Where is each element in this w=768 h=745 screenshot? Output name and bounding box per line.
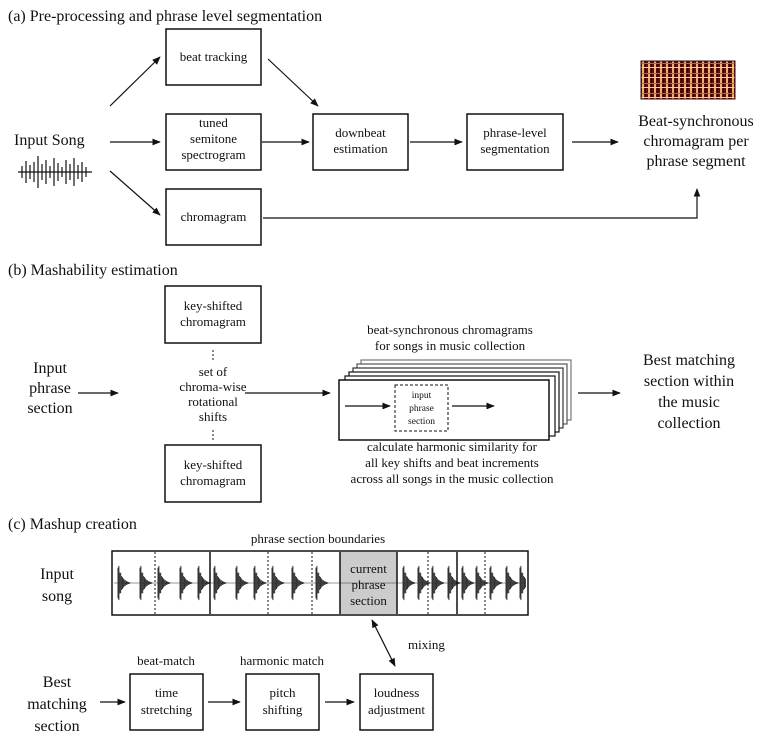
downbeat-line1: downbeat (335, 125, 386, 140)
output-line3: phrase segment (646, 153, 746, 170)
input-phrase-line2: phrase (29, 380, 71, 397)
best-match-line1: Best matching (643, 352, 735, 369)
current-phrase-line1: current (350, 561, 387, 576)
tuned-spectrogram-line1: tuned (199, 115, 228, 130)
collection-top-line2: for songs in music collection (375, 338, 526, 353)
inner-phrase-box (394, 384, 449, 432)
input-phrase-line1: Input (33, 360, 67, 377)
best-matching-line2: matching (27, 696, 87, 713)
section-b-arrows (78, 389, 621, 410)
chromagram-label: chromagram (181, 209, 247, 224)
collection-bottom-line2: all key shifts and beat increments (365, 455, 539, 470)
key-shifted-bottom-line1: key-shifted (184, 457, 243, 472)
input-song-waveform-c (114, 565, 526, 601)
time-stretching-line1: time (155, 685, 178, 700)
phrase-segmentation-line1: phrase-level (483, 125, 547, 140)
section-c-arrows (100, 619, 396, 706)
best-match-line3: the music (658, 394, 720, 411)
harmonic-match-label: harmonic match (240, 653, 325, 668)
section-a-arrows (109, 56, 701, 219)
key-shifted-bottom-box (164, 444, 262, 503)
phrase-boundaries-label: phrase section boundaries (251, 531, 385, 546)
collection-bottom-line3: across all songs in the music collection (351, 471, 554, 486)
current-phrase-line3: section (350, 593, 387, 608)
section-b-title: (b) Mashability estimation (8, 262, 178, 279)
arrow-to-chromagram (109, 170, 161, 216)
pitch-shifting-box (245, 673, 320, 731)
tuned-spectrogram-box (165, 113, 262, 171)
time-stretching-box (129, 673, 204, 731)
tuned-spectrogram-line2: semitone (190, 131, 237, 146)
mixing-label: mixing (408, 637, 445, 652)
rotational-shifts-line1: set of (199, 364, 228, 379)
rotational-shifts-line2: chroma-wise (179, 379, 246, 394)
beat-tracking-label: beat tracking (180, 49, 248, 64)
chromagram-thumbnail (640, 60, 736, 100)
key-shifted-top-box (164, 285, 262, 344)
key-shifted-top-line2: chromagram (180, 314, 246, 329)
rotational-shifts-line4: shifts (199, 409, 227, 424)
key-shifted-bottom-line2: chromagram (180, 473, 246, 488)
output-line1: Beat-synchronous (638, 113, 754, 130)
collection-bottom-line1: calculate harmonic similarity for (367, 439, 538, 454)
arrow-chromagram-to-output (263, 188, 701, 219)
section-c-title: (c) Mashup creation (8, 516, 137, 533)
input-song-waveform (18, 156, 92, 188)
downbeat-box (312, 113, 409, 171)
input-song-c-line2: song (42, 588, 72, 605)
loudness-line1: loudness (374, 685, 420, 700)
chromagram-box (165, 188, 262, 246)
collection-top-line1: beat-synchronous chromagrams (367, 322, 533, 337)
output-line2: chromagram per (643, 133, 749, 150)
beat-tracking-box (165, 28, 262, 86)
inner-phrase-line3: section (408, 417, 435, 427)
collection-stack (338, 359, 572, 441)
phrase-segmentation-box (466, 113, 564, 171)
pitch-shifting-line2: shifting (263, 702, 303, 717)
arrow-beat-to-downbeat (267, 58, 319, 107)
arrow-to-beat-tracking (109, 56, 161, 107)
phrase-segmentation-line2: segmentation (480, 141, 550, 156)
loudness-line2: adjustment (368, 702, 425, 717)
best-matching-line3: section (34, 718, 79, 735)
downbeat-line2: estimation (333, 141, 388, 156)
rotational-shifts-backdrop (150, 362, 276, 428)
section-a-title: (a) Pre-processing and phrase level segm… (8, 8, 322, 25)
waveform-strip (111, 550, 529, 616)
input-phrase-line3: section (27, 400, 72, 417)
key-shifted-top-line1: key-shifted (184, 298, 243, 313)
current-phrase-line2: phrase (352, 577, 386, 592)
inner-phrase-line2: phrase (409, 404, 434, 414)
pitch-shifting-line1: pitch (270, 685, 296, 700)
phrase-boundary-lines (209, 552, 458, 614)
time-stretching-line2: stretching (141, 702, 193, 717)
loudness-box (359, 673, 434, 731)
inner-phrase-line1: input (412, 391, 432, 401)
input-song-label: Input Song (14, 132, 85, 149)
best-match-line2: section within (644, 373, 734, 390)
input-song-c-line1: Input (40, 566, 74, 583)
mixing-arrow (371, 619, 396, 667)
beat-match-label: beat-match (137, 653, 195, 668)
rotational-shifts-line3: rotational (188, 394, 238, 409)
tuned-spectrogram-line3: spectrogram (181, 147, 245, 162)
best-match-line4: collection (657, 415, 720, 432)
best-matching-line1: Best (43, 674, 72, 691)
